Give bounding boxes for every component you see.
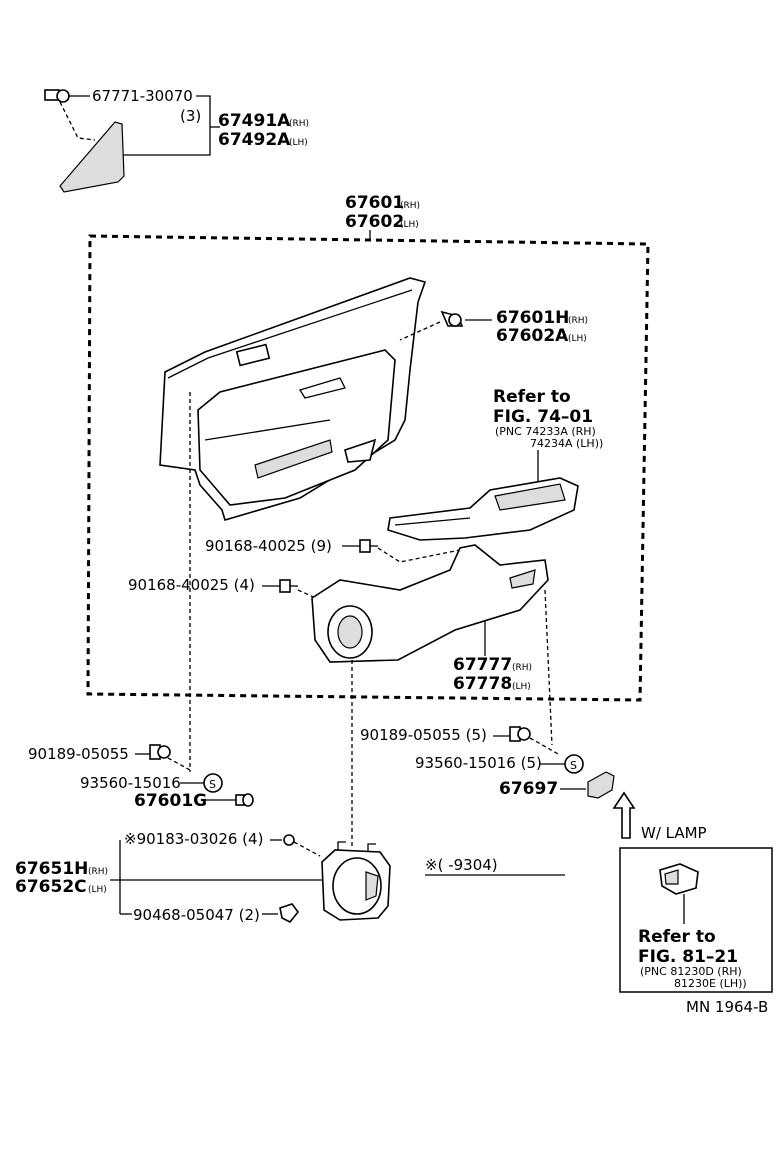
ref1-pnc2: 74234A (LH)) xyxy=(530,437,603,450)
label-67491a: 67491A xyxy=(218,111,291,131)
label-date-code: ※( -9304) xyxy=(425,856,498,874)
courtesy-lamp-lens-icon xyxy=(587,771,615,799)
svg-text:S: S xyxy=(209,778,216,791)
label-w-lamp: W/ LAMP xyxy=(641,824,707,842)
label-67771-qty: (3) xyxy=(180,107,201,125)
door-handle-bezel-icon xyxy=(321,841,391,921)
ref2-pnc1: (PNC 81230D (RH) xyxy=(640,965,742,978)
screw-s-left-icon xyxy=(203,773,223,793)
label-67697: 67697 xyxy=(499,779,558,799)
arrow-up-icon xyxy=(612,791,636,839)
label-67601g: 67601G xyxy=(134,791,207,811)
clip-90468-icon xyxy=(279,903,300,924)
screw-90168-upper-icon xyxy=(359,539,378,553)
label-90468: 90468-05047 (2) xyxy=(133,906,260,924)
clip-67601h-icon xyxy=(440,310,464,327)
nut-90183-icon xyxy=(283,834,295,846)
clip-67771-icon xyxy=(44,89,70,103)
armrest-67777-icon xyxy=(311,544,549,663)
label-90189-left: 90189-05055 xyxy=(28,745,129,763)
screw-s-right-icon xyxy=(564,754,584,774)
label-90183: ※90183-03026 (4) xyxy=(124,830,263,848)
svg-text:(LH): (LH) xyxy=(88,885,107,895)
power-window-switch-base-icon xyxy=(387,477,579,541)
label-67771-30070: 67771-30070 xyxy=(92,87,193,105)
clip-90189-left-icon xyxy=(149,744,171,760)
ref1-pnc1: (PNC 74233A (RH) xyxy=(495,425,596,438)
label-67651h: 67651H xyxy=(15,859,88,879)
svg-text:(RH): (RH) xyxy=(512,663,532,673)
label-67492a-side: (LH) xyxy=(289,138,308,148)
ref2-fig: FIG. 81–21 xyxy=(638,947,738,967)
label-67491a-side: (RH) xyxy=(289,119,309,129)
screw-90168-lower-icon xyxy=(279,579,298,593)
label-90168-4: 90168-40025 (4) xyxy=(128,576,255,594)
label-67601: 67601 xyxy=(345,193,404,213)
assembly-group-box xyxy=(86,234,650,702)
label-67602: 67602 xyxy=(345,212,404,232)
label-67602a: 67602A xyxy=(496,326,569,346)
svg-text:(LH): (LH) xyxy=(512,682,531,692)
corner-garnish-icon xyxy=(59,121,125,193)
leader-67771 xyxy=(59,101,96,141)
label-93560-left: 93560-15016 xyxy=(80,774,181,792)
svg-text:(LH): (LH) xyxy=(400,220,419,230)
ref1-fig: FIG. 74–01 xyxy=(493,407,593,427)
svg-text:(RH): (RH) xyxy=(88,867,108,877)
door-trim-board-icon xyxy=(159,277,427,521)
ref1-title: Refer to xyxy=(493,387,571,407)
clip-90189-right-icon xyxy=(509,726,531,742)
label-67492a: 67492A xyxy=(218,130,291,150)
svg-text:(RH): (RH) xyxy=(400,201,420,211)
svg-text:S: S xyxy=(570,759,577,772)
svg-text:(LH): (LH) xyxy=(568,334,587,344)
diagram-id: MN 1964-B xyxy=(686,998,768,1016)
courtesy-lamp-icon xyxy=(659,863,699,895)
label-67652c: 67652C xyxy=(15,877,87,897)
label-67778: 67778 xyxy=(453,674,512,694)
label-67777: 67777 xyxy=(453,655,512,675)
ref2-title: Refer to xyxy=(638,927,716,947)
svg-text:(RH): (RH) xyxy=(568,316,588,326)
cap-67601g-icon xyxy=(235,793,254,807)
ref2-pnc2: 81230E (LH)) xyxy=(674,977,747,990)
label-67601h: 67601H xyxy=(496,308,569,328)
label-90189-right: 90189-05055 (5) xyxy=(360,726,487,744)
label-93560-right: 93560-15016 (5) xyxy=(415,754,542,772)
label-90168-9: 90168-40025 (9) xyxy=(205,537,332,555)
lamp-reference-box xyxy=(619,847,773,993)
